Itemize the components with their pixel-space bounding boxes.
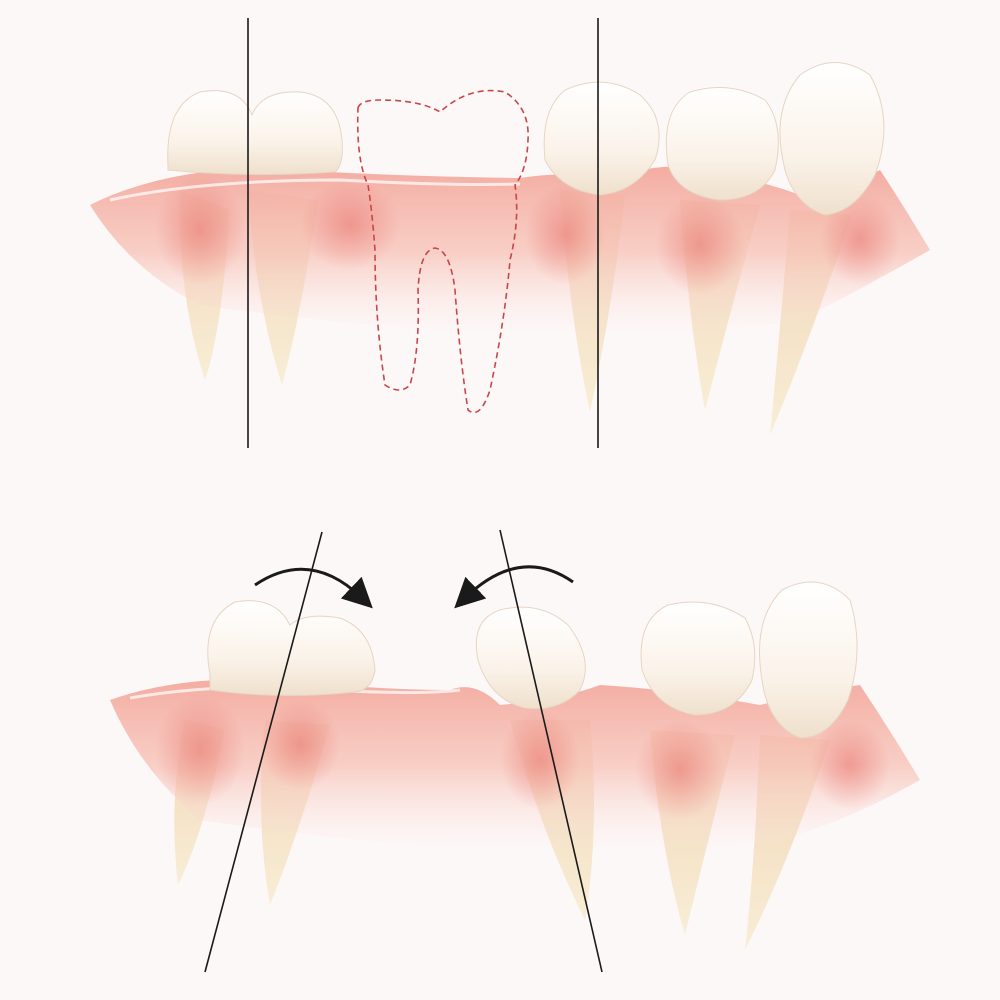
gum-shade-7 (260, 700, 340, 790)
gum-shade-2 (300, 180, 400, 270)
gum-shade-1 (155, 175, 245, 285)
gum-shade-8 (500, 710, 580, 810)
gum-shade-6 (155, 695, 245, 805)
top-panel (90, 18, 930, 448)
canine-crown-tilted (759, 581, 858, 739)
gum-highlight (109, 178, 521, 202)
gum-shade-5 (820, 195, 900, 285)
axis-line-left-tilted (204, 531, 323, 973)
premolar-crown-2-tilted (640, 601, 756, 716)
axis-line-right-tilted (499, 529, 603, 973)
gum-shade-9 (635, 720, 725, 820)
gum-shade-10 (810, 720, 890, 810)
gum-shade-4 (655, 195, 745, 295)
gum-shade-3 (525, 185, 605, 285)
top-crowns (167, 62, 885, 216)
premolar-crown-2 (665, 87, 779, 201)
counterclockwise-arrow-icon (454, 565, 574, 609)
canine-crown (779, 62, 885, 216)
missing-tooth-outline (356, 89, 529, 414)
premolar-crown-1-tilted (475, 606, 586, 710)
bottom-panel (110, 529, 920, 973)
molar-crown-left (167, 90, 343, 176)
clockwise-arrow-icon (254, 567, 373, 609)
premolar-crown-1 (543, 81, 660, 196)
